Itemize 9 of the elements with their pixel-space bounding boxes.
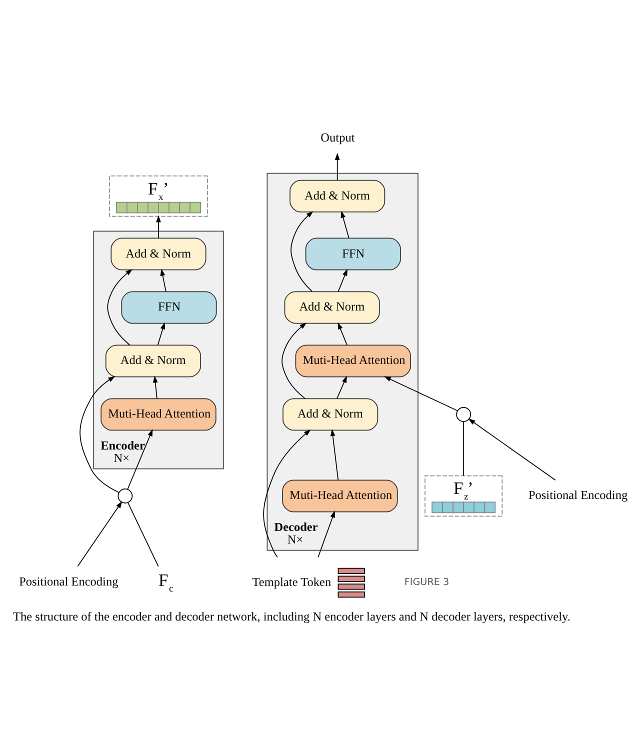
node-text: Positional Encoding [19, 574, 118, 588]
node-label: N× [114, 450, 130, 464]
label: FIGURE 3 [404, 576, 450, 588]
caption: The structure of the encoder and decoder network, including N encoder layers and N decoder layers, respectively. [13, 609, 570, 624]
node-label: N× [287, 532, 304, 546]
node-text: F$_{c}$ [158, 569, 174, 594]
node-label: Template Token [252, 574, 332, 589]
node-text: Output [320, 130, 355, 144]
node-text: Positional Encoding [528, 488, 628, 502]
